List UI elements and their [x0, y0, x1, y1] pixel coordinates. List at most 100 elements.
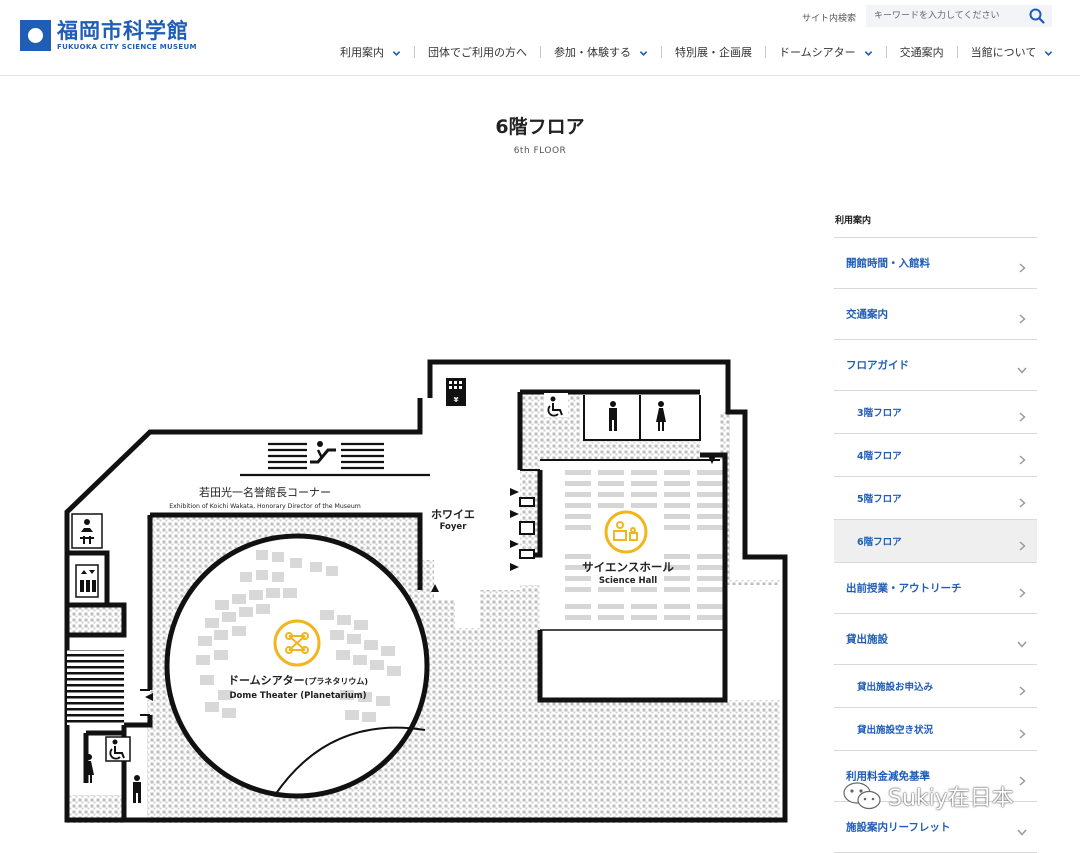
- chevron-right-icon: [1017, 771, 1027, 786]
- chevron-right-icon: [1017, 583, 1027, 598]
- hall-seat-row: [664, 492, 690, 497]
- page-subtitle: 6th FLOOR: [513, 146, 567, 156]
- logo-text: 福岡市科学館 FUKUOKA CITY SCIENCE MUSEUM: [57, 20, 197, 52]
- sidebar-item-8[interactable]: 貸出施設: [834, 614, 1037, 665]
- corner-label-jp: 若田光一名誉館長コーナー: [199, 485, 331, 499]
- hall-seat-row: [697, 615, 723, 620]
- hall-seat-row: [598, 481, 624, 486]
- hall-seat-row: [598, 604, 624, 609]
- nav-separator: [414, 46, 415, 58]
- hall-seat-row: [565, 492, 591, 497]
- nav-item-3[interactable]: 特別展・企画展: [675, 44, 752, 60]
- sidebar-item-11[interactable]: 利用料金減免基準: [834, 751, 1037, 802]
- hall-seat-row: [664, 604, 690, 609]
- sidebar-item-4[interactable]: 4階フロア: [834, 434, 1037, 477]
- chevron-right-icon: [1017, 536, 1027, 551]
- chevron-right-icon: [1017, 724, 1027, 739]
- dome-theater[interactable]: ドームシアター(プラネタリウム) Dome Theater (Planetari…: [164, 533, 430, 799]
- sidebar-item-12[interactable]: 施設案内リーフレット: [834, 802, 1037, 853]
- sidebar-item-1[interactable]: 交通案内: [834, 289, 1037, 340]
- hall-seat-row: [697, 576, 723, 581]
- hall-seat-row: [697, 587, 723, 592]
- hall-seat-row: [565, 565, 591, 570]
- sidebar-item-label: 開館時間・入館料: [846, 257, 930, 270]
- sidebar-item-label: 5階フロア: [857, 494, 902, 505]
- sidebar-item-0[interactable]: 開館時間・入館料: [834, 238, 1037, 289]
- hall-seat-row: [565, 525, 591, 530]
- sidebar-item-label: 6階フロア: [857, 537, 902, 548]
- sidebar-heading: 利用案内: [835, 216, 872, 226]
- hall-seat-row: [631, 503, 657, 508]
- hall-seat-row: [598, 503, 624, 508]
- site-search-label: サイト内検索: [802, 14, 857, 24]
- nav-item-1[interactable]: 団体でご利用の方へ: [428, 44, 527, 60]
- nav-item-2[interactable]: 参加・体験する: [554, 44, 648, 60]
- stairs: [67, 650, 124, 725]
- hall-seat-row: [664, 481, 690, 486]
- search-input[interactable]: [866, 5, 1024, 27]
- nav-item-6[interactable]: 当館について: [971, 44, 1054, 60]
- nav-item-5[interactable]: 交通案内: [900, 44, 944, 60]
- dome-label-en: Dome Theater (Planetarium): [229, 691, 366, 701]
- hall-seat-row: [631, 604, 657, 609]
- hall-seat-row: [664, 470, 690, 475]
- nav-separator: [765, 46, 766, 58]
- sidebar-item-6[interactable]: 6階フロア: [834, 520, 1037, 563]
- svg-text:ドームシアター(プラネタリウム): ドームシアター(プラネタリウム): [228, 674, 368, 687]
- hall-seat-row: [565, 576, 591, 581]
- chevron-right-icon: [1017, 407, 1027, 422]
- hall-seat-row: [697, 481, 723, 486]
- hall-seat-row: [565, 554, 591, 559]
- map-walls: [64, 359, 788, 823]
- search-button[interactable]: [1028, 7, 1046, 25]
- sidebar-item-label: 出前授業・アウトリーチ: [846, 582, 962, 595]
- sidebar-item-9[interactable]: 貸出施設お申込み: [834, 665, 1037, 708]
- page-title: 6階フロア: [495, 116, 585, 138]
- sidebar-item-10[interactable]: 貸出施設空き状況: [834, 708, 1037, 751]
- site-logo[interactable]: 福岡市科学館 FUKUOKA CITY SCIENCE MUSEUM: [20, 20, 197, 52]
- hall-label-en: Science Hall: [599, 576, 657, 586]
- sidebar-item-7[interactable]: 出前授業・アウトリーチ: [834, 563, 1037, 614]
- nav-item-label: 当館について: [970, 46, 1037, 59]
- nav-item-0[interactable]: 利用案内: [340, 44, 401, 60]
- womens-toilet-icon-left: [84, 754, 94, 783]
- sidebar-item-2[interactable]: フロアガイド: [834, 340, 1037, 391]
- escalator-icon: [310, 441, 336, 464]
- sidebar-item-5[interactable]: 5階フロア: [834, 477, 1037, 520]
- hall-label-jp: サイエンスホール: [582, 560, 674, 574]
- mens-toilet-icon: [609, 401, 617, 431]
- hall-seat-row: [697, 525, 723, 530]
- hall-seat-row: [598, 615, 624, 620]
- sidebar-item-label: 交通案内: [846, 308, 888, 321]
- foyer-label-en: Foyer: [440, 522, 468, 532]
- search-icon: [1029, 8, 1045, 24]
- svg-text:¥: ¥: [454, 396, 459, 404]
- chevron-right-icon: [1017, 258, 1027, 273]
- nav-item-4[interactable]: ドームシアター: [779, 44, 873, 60]
- sidebar-item-3[interactable]: 3階フロア: [834, 391, 1037, 434]
- hall-seat-row: [631, 492, 657, 497]
- hall-entrances: [145, 456, 716, 701]
- chevron-down-icon: [639, 48, 648, 57]
- nav-separator: [956, 46, 958, 58]
- sidebar-item-label: 利用料金減免基準: [846, 770, 930, 783]
- hall-seat-row: [664, 565, 690, 570]
- sidebar-item-label: フロアガイド: [846, 359, 909, 372]
- hall-seat-row: [697, 492, 723, 497]
- sidebar-item-label: 4階フロア: [857, 451, 902, 462]
- hall-seat-row: [565, 514, 591, 519]
- chevron-down-icon: [1044, 48, 1053, 57]
- floor-map: ドームシアター(プラネタリウム) Dome Theater (Planetari…: [64, 359, 788, 823]
- chevron-down-icon: [864, 48, 873, 57]
- logo-japanese: 福岡市科学館: [57, 19, 189, 43]
- sidebar-item-label: 貸出施設お申込み: [857, 682, 934, 693]
- science-hall[interactable]: サイエンスホール Science Hall: [540, 470, 725, 631]
- hall-seat-row: [565, 604, 591, 609]
- nav-item-label: ドームシアター: [779, 46, 856, 59]
- hall-seat-row: [664, 503, 690, 508]
- womens-toilet-icon: [656, 401, 666, 431]
- hall-seat-row: [664, 525, 690, 530]
- hall-seat-row: [664, 514, 690, 519]
- hall-seat-row: [697, 565, 723, 570]
- chevron-down-icon: [1017, 360, 1027, 374]
